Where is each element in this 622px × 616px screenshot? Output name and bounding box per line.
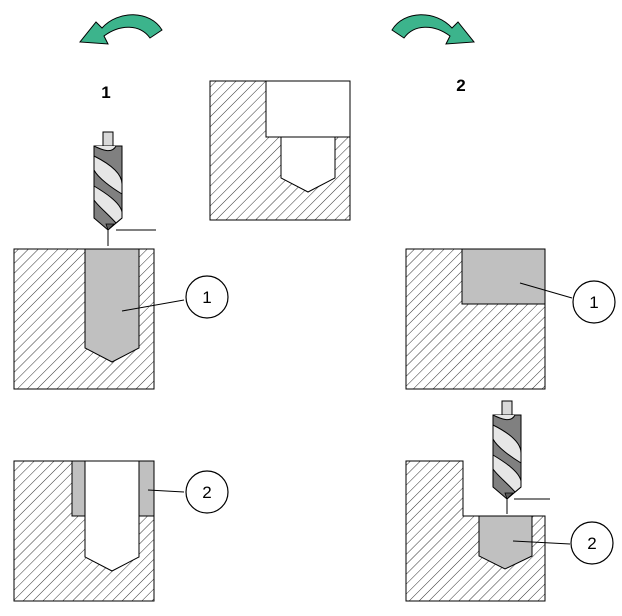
twist-drill-icon — [492, 400, 522, 500]
left-part-step-2: 2 — [13, 460, 229, 602]
callout-number: 2 — [202, 483, 211, 502]
callout-number: 2 — [587, 534, 596, 553]
right-rotation-arrow — [391, 14, 475, 45]
sequence-label-2: 2 — [456, 76, 465, 95]
right-part-step-1: 1 — [405, 248, 616, 390]
left-part-step-1: 1 — [13, 248, 229, 390]
right-part-step-2: 2 — [405, 460, 614, 602]
callout-bubble — [570, 521, 614, 565]
curved-arrow-clockwise-icon — [391, 14, 475, 45]
left-drill-tool — [93, 131, 156, 246]
callout-number: 1 — [589, 293, 598, 312]
right-drill-tool — [492, 400, 550, 514]
callout-bubble — [185, 470, 229, 514]
callout-bubble — [572, 280, 616, 324]
sequence-label-1: 1 — [101, 83, 110, 102]
callout-number: 1 — [202, 288, 211, 307]
finished-part — [209, 80, 351, 221]
left-rotation-arrow — [79, 14, 163, 45]
curved-arrow-counterclockwise-icon — [79, 14, 163, 45]
twist-drill-icon — [93, 131, 123, 231]
callout-bubble — [185, 275, 229, 319]
